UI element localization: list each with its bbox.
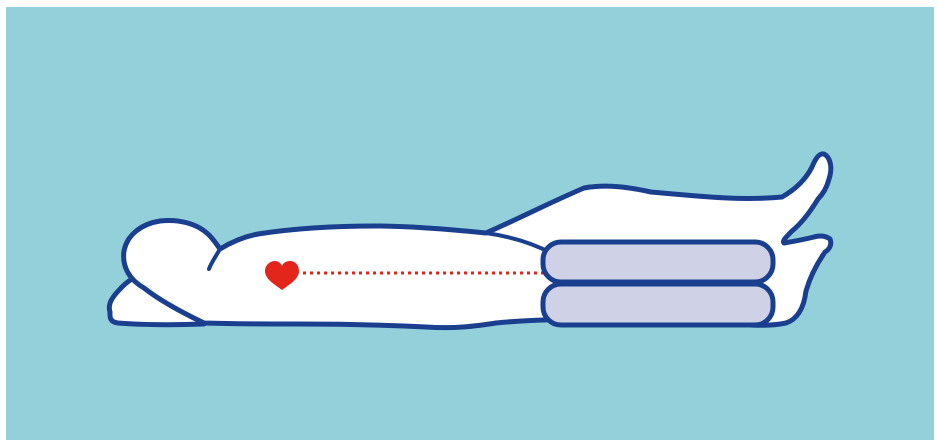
pillow-upper <box>540 239 776 285</box>
leg-elevation-pillow-icon <box>540 239 776 328</box>
heart-icon <box>265 261 299 290</box>
pillow-lower <box>540 281 776 328</box>
arm-contour-line <box>207 247 222 271</box>
illustration-panel <box>6 7 934 440</box>
leg-elevation-illustration <box>6 7 934 440</box>
